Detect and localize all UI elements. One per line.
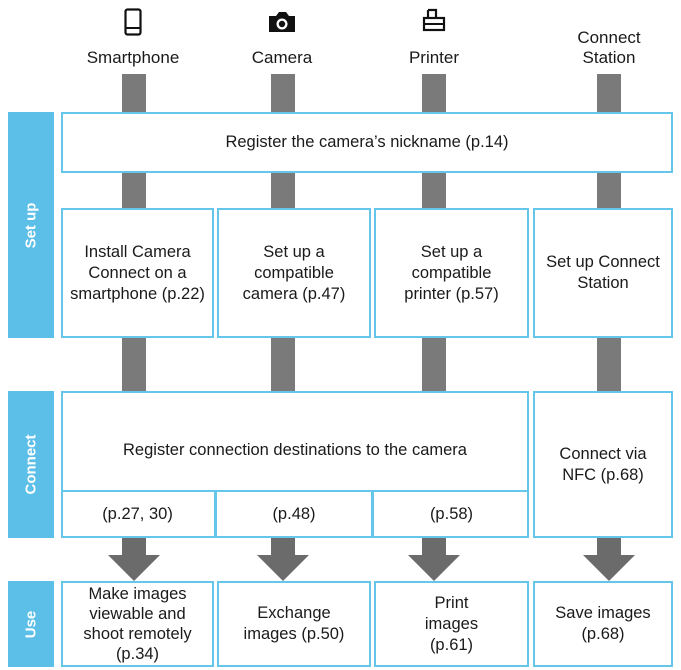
register-destinations-box: Register connection destinations to the … bbox=[61, 391, 529, 538]
section-tab-setup: Set up bbox=[8, 112, 54, 338]
connector bbox=[122, 173, 146, 210]
setup-printer-box: Set up a compatible printer (p.57) bbox=[374, 208, 529, 338]
printer-icon bbox=[422, 8, 446, 32]
connector bbox=[422, 338, 446, 393]
setup-printer-text: Set up a compatible printer (p.57) bbox=[404, 242, 499, 303]
section-tab-use: Use bbox=[8, 581, 54, 667]
use-smartphone-box: Make images viewable and shoot remotely … bbox=[61, 581, 214, 667]
arrow-down-icon bbox=[257, 538, 309, 581]
connector bbox=[271, 74, 295, 114]
device-label-camera: Camera bbox=[251, 48, 313, 67]
arrow-down-icon bbox=[408, 538, 460, 581]
use-printer-box: Print images (p.61) bbox=[374, 581, 529, 667]
device-label-connect-station: Connect Station bbox=[577, 28, 641, 67]
connect-page-smartphone: (p.27, 30) bbox=[102, 505, 173, 523]
setup-station-box: Set up Connect Station bbox=[533, 208, 673, 338]
connector bbox=[422, 173, 446, 210]
connect-column-divider bbox=[371, 490, 374, 538]
use-station-box: Save images (p.68) bbox=[533, 581, 673, 667]
setup-smartphone-text: Install Camera Connect on a smartphone (… bbox=[70, 242, 205, 303]
connect-nfc-box: Connect via NFC (p.68) bbox=[533, 391, 673, 538]
connect-nfc-text: Connect via NFC (p.68) bbox=[559, 444, 647, 484]
camera-icon bbox=[269, 12, 295, 32]
arrow-down-icon bbox=[583, 538, 635, 581]
smartphone-icon bbox=[124, 8, 142, 36]
register-nickname-text: Register the camera’s nickname (p.14) bbox=[225, 133, 509, 151]
use-smartphone-text: Make images viewable and shoot remotely … bbox=[83, 585, 192, 663]
connector bbox=[122, 338, 146, 393]
arrow-down-icon bbox=[108, 538, 160, 581]
register-destinations-text: Register connection destinations to the … bbox=[123, 441, 467, 459]
setup-station-text: Set up Connect Station bbox=[546, 253, 660, 292]
connect-divider bbox=[61, 490, 529, 492]
setup-camera-text: Set up a compatible camera (p.47) bbox=[242, 242, 346, 303]
connector bbox=[422, 74, 446, 114]
use-printer-text: Print images (p.61) bbox=[424, 593, 479, 654]
connector bbox=[122, 74, 146, 114]
section-tab-connect: Connect bbox=[8, 391, 54, 538]
connect-page-printer: (p.58) bbox=[429, 505, 474, 523]
connector bbox=[597, 338, 621, 393]
connector bbox=[271, 338, 295, 393]
device-label-printer: Printer bbox=[408, 48, 460, 67]
connect-column-divider bbox=[214, 490, 217, 538]
use-station-text: Save images (p.68) bbox=[555, 604, 651, 643]
device-label-smartphone: Smartphone bbox=[86, 48, 180, 67]
use-camera-box: Exchange images (p.50) bbox=[217, 581, 371, 667]
setup-smartphone-box: Install Camera Connect on a smartphone (… bbox=[61, 208, 214, 338]
register-nickname-box: Register the camera’s nickname (p.14) bbox=[61, 112, 673, 173]
setup-camera-box: Set up a compatible camera (p.47) bbox=[217, 208, 371, 338]
use-camera-text: Exchange images (p.50) bbox=[243, 604, 345, 643]
connector bbox=[271, 173, 295, 210]
connector bbox=[597, 173, 621, 210]
connect-page-camera: (p.48) bbox=[272, 505, 316, 523]
connector bbox=[597, 74, 621, 114]
